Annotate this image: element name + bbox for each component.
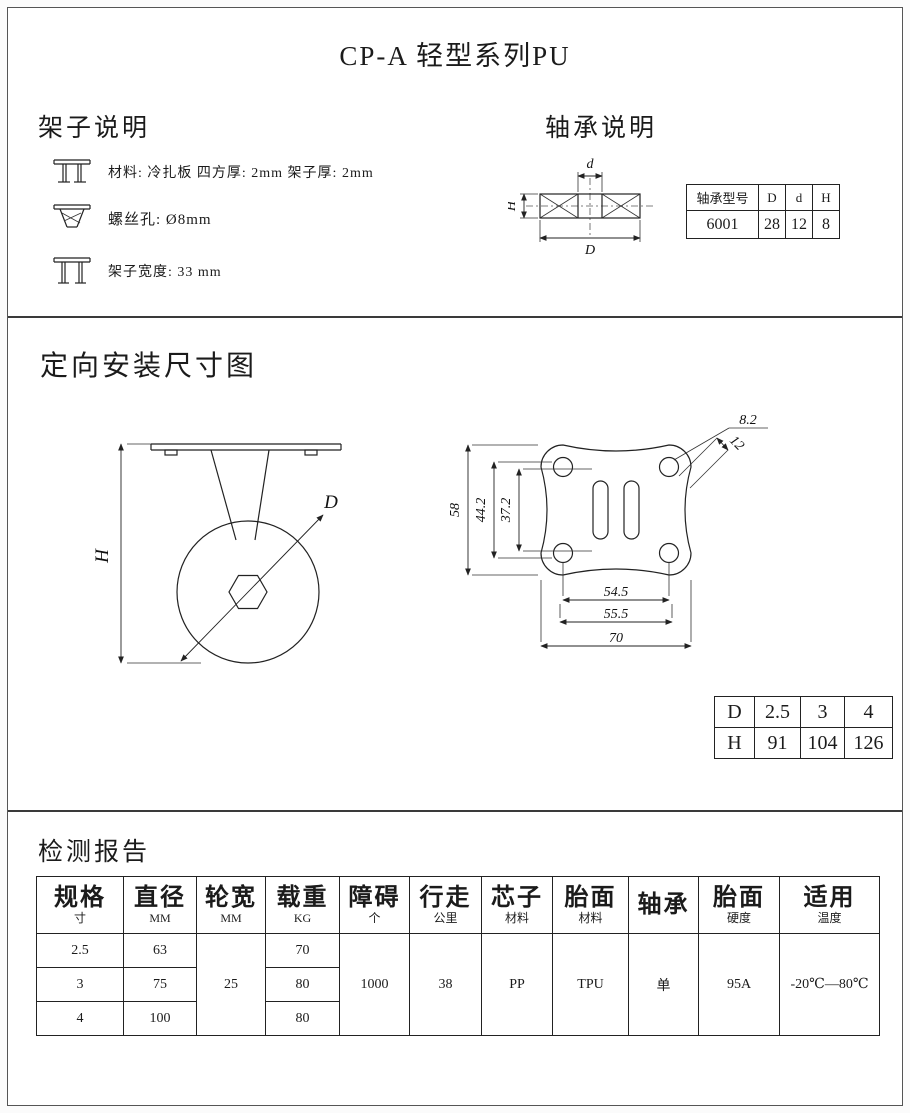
wheel-width-cell: 25 <box>196 933 266 1036</box>
side-view-D-label: D <box>323 492 338 513</box>
report-row-3: 3 75 80 <box>36 967 880 1002</box>
report-header-hardness: 胎面 硬度 <box>698 876 780 934</box>
report-header-obstacle: 障碍 个 <box>339 876 410 934</box>
dh-d-value-3: 4 <box>844 696 893 728</box>
frame-material-row: 材料: 冷扎板 四方厚: 2mm 架子厚: 2mm <box>50 154 374 190</box>
bearing-H-header: H <box>812 184 840 211</box>
plate-dim-55-5: 55.5 <box>604 607 629 622</box>
bearing-dim-d-label: d <box>587 157 595 172</box>
dh-h-value-2: 104 <box>800 727 845 759</box>
core-material-cell: PP <box>481 933 553 1036</box>
report-header-spec: 规格 寸 <box>36 876 124 934</box>
plate-dim-54-5: 54.5 <box>604 585 629 600</box>
bearing-table-header-row: 轴承型号 D d H <box>686 184 840 211</box>
caster-side-view-drawing: H D <box>93 443 342 664</box>
plate-dim-44-2: 44.2 <box>474 498 489 523</box>
bracket-screw-hole-icon <box>53 204 91 228</box>
report-header-wheel-width: 轮宽 MM <box>196 876 266 934</box>
installation-section: 定向安装尺寸图 H <box>8 316 902 810</box>
dh-h-value-1: 91 <box>754 727 801 759</box>
spec-cell: 4 <box>36 1001 124 1036</box>
bearing-d-header: d <box>785 184 813 211</box>
bearing-spec-table: 轴承型号 D d H 6001 28 12 8 <box>686 184 840 239</box>
dh-table-row-h: H 91 104 126 <box>714 727 893 759</box>
frame-screw-text: 螺丝孔: Ø8mm <box>108 211 212 228</box>
report-header-load: 载重 KG <box>265 876 340 934</box>
diameter-cell: 100 <box>123 1001 197 1036</box>
plate-dim-8-2: 8.2 <box>739 413 757 428</box>
temperature-cell: -20℃—80℃ <box>779 933 880 1036</box>
tread-material-cell: TPU <box>552 933 629 1036</box>
frame-screw-row: 螺丝孔: Ø8mm <box>50 200 212 236</box>
test-report-table: 规格 寸 直径 MM 轮宽 MM 载重 KG <box>36 876 880 1036</box>
bracket-front-icon <box>53 159 91 183</box>
frame-material-text: 材料: 冷扎板 四方厚: 2mm 架子厚: 2mm <box>108 166 374 181</box>
frame-width-text: 架子宽度: 33 mm <box>108 265 222 280</box>
bearing-model-value: 6001 <box>686 210 759 239</box>
plate-dim-58: 58 <box>448 503 463 517</box>
bearing-cross-section-drawing: d D H <box>508 157 656 258</box>
bearing-dim-H-label: H <box>508 200 519 212</box>
dh-d-value-1: 2.5 <box>754 696 801 728</box>
bracket-width-icon <box>53 257 91 284</box>
report-header-diameter: 直径 MM <box>123 876 197 934</box>
bearing-section-heading: 轴承说明 <box>545 115 658 142</box>
spec-sheet-page: CP-A 轻型系列PU 架子说明 材料: 冷扎板 四方厚: 2mm 架子厚: 2… <box>7 7 903 1106</box>
frame-width-row: 架子宽度: 33 mm <box>50 252 222 290</box>
report-header-tread: 胎面 材料 <box>552 876 629 934</box>
distance-cell: 38 <box>409 933 482 1036</box>
report-section: 检测报告 规格 寸 直径 MM 轮宽 <box>8 810 902 1105</box>
installation-heading: 定向安装尺寸图 <box>40 351 258 382</box>
obstacle-cell: 1000 <box>339 933 410 1036</box>
dh-size-table: D 2.5 3 4 H 91 104 126 <box>714 696 893 759</box>
dh-h-header: H <box>714 727 755 759</box>
bearing-D-header: D <box>758 184 786 211</box>
report-row-2-5: 2.5 63 25 70 1000 38 PP TPU 单 95A -20℃—8… <box>36 933 880 1036</box>
bearing-type-cell: 单 <box>628 933 699 1036</box>
spec-cell: 2.5 <box>36 933 124 968</box>
report-row-4: 4 100 80 <box>36 1001 880 1036</box>
report-header-row: 规格 寸 直径 MM 轮宽 MM 载重 KG <box>36 876 880 934</box>
bearing-H-value: 8 <box>812 210 840 239</box>
bearing-table-value-row: 6001 28 12 8 <box>686 210 840 239</box>
dh-table-row-d: D 2.5 3 4 <box>714 696 893 728</box>
diameter-cell: 75 <box>123 967 197 1002</box>
load-cell: 70 <box>265 933 340 968</box>
side-view-H-label: H <box>93 548 113 564</box>
load-cell: 80 <box>265 967 340 1002</box>
plate-dim-12: 12 <box>726 433 747 454</box>
report-heading: 检测报告 <box>38 839 151 866</box>
spec-cell: 3 <box>36 967 124 1002</box>
hardness-cell: 95A <box>698 933 780 1036</box>
mounting-plate-top-view-drawing: 58 44.2 37.2 54.5 55.5 70 <box>448 413 768 649</box>
dh-h-value-3: 126 <box>844 727 893 759</box>
report-header-temperature: 适用 温度 <box>779 876 880 934</box>
plate-dim-70: 70 <box>609 631 623 646</box>
report-header-core: 芯子 材料 <box>481 876 553 934</box>
frame-section-heading: 架子说明 <box>38 115 151 142</box>
bearing-model-header: 轴承型号 <box>686 184 759 211</box>
page-title: CP-A 轻型系列PU <box>339 41 571 71</box>
bearing-dim-D-label: D <box>584 243 595 258</box>
bearing-d-value: 12 <box>785 210 813 239</box>
plate-dim-37-2: 37.2 <box>499 498 514 524</box>
overview-section: CP-A 轻型系列PU 架子说明 材料: 冷扎板 四方厚: 2mm 架子厚: 2… <box>8 8 902 316</box>
dh-d-value-2: 3 <box>800 696 845 728</box>
dh-d-header: D <box>714 696 755 728</box>
diameter-cell: 63 <box>123 933 197 968</box>
bearing-D-value: 28 <box>758 210 786 239</box>
report-header-bearing: 轴承 <box>628 876 699 934</box>
load-cell: 80 <box>265 1001 340 1036</box>
report-header-distance: 行走 公里 <box>409 876 482 934</box>
